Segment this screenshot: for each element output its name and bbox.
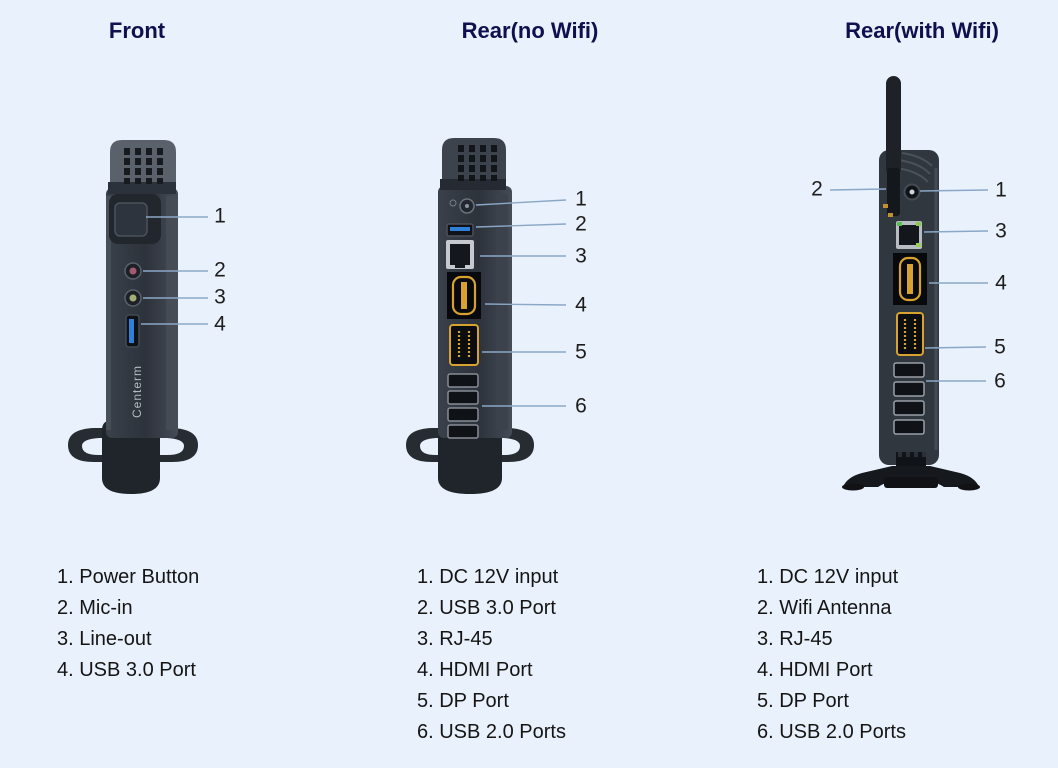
rear1-callout-4: 4 [575,293,587,317]
rear2-dc-input [903,183,921,201]
power-button [109,194,161,244]
rear2-dp-port [896,312,924,356]
front-callout-lines [141,216,208,325]
front-callout-1: 1 [214,204,226,228]
panel-title-rear-no-wifi: Rear(no Wifi) [461,18,599,43]
rear1-callout-5: 5 [575,340,587,364]
list-item: 2. USB 3.0 Port [417,597,556,619]
rear-no-wifi-port-list: 1. DC 12V input 2. USB 3.0 Port 3. RJ-45… [417,562,566,748]
list-item: 4. USB 3.0 Port [57,659,196,681]
rear1-dp-port [449,324,479,366]
line-out-jack [124,289,142,307]
list-item: 3. RJ-45 [417,628,493,650]
rear1-top-vent [440,138,506,190]
rear-no-wifi-device-illustration [406,138,567,494]
rear1-callout-3: 3 [575,244,587,268]
rear2-callout-2: 2 [811,177,823,201]
front-body-edge-right [166,196,178,430]
rear1-usb2-ports [447,373,479,439]
rear1-dc-input [449,198,475,214]
rear2-stand [842,466,980,491]
rear1-hdmi-port [447,272,481,319]
rear1-callout-6: 6 [575,394,587,418]
front-callout-3: 3 [214,285,226,309]
list-item: 6. USB 2.0 Ports [417,721,566,743]
rear2-callout-1: 1 [995,178,1007,202]
rear2-usb2-ports [893,362,925,435]
list-item: 1. Power Button [57,566,200,588]
list-item: 5. DP Port [417,690,509,712]
rear1-callout-2: 2 [575,212,587,236]
brand-label: Centerm [130,364,144,418]
list-item: 3. Line-out [57,628,152,650]
list-item: 5. DP Port [757,690,849,712]
list-item: 1. DC 12V input [417,566,559,588]
rear1-callout-1: 1 [575,187,587,211]
mic-in-jack [124,262,142,280]
rear1-rj45-port [446,240,474,269]
rear2-callout-3: 3 [995,219,1007,243]
dc-power-icon [449,199,457,207]
front-port-list: 1. Power Button 2. Mic-in 3. Line-out 4.… [57,562,199,686]
rear2-hdmi-port [893,253,927,305]
rear1-body-edge-right [496,194,508,430]
front-callout-2: 2 [214,258,226,282]
rear2-callout-5: 5 [994,335,1006,359]
panel-title-front: Front [108,18,166,43]
front-body [106,188,178,438]
list-item: 6. USB 2.0 Ports [757,721,906,743]
front-device-illustration [68,140,208,494]
rear2-rj45-port [896,221,922,249]
rear-with-wifi-port-list: 1. DC 12V input 2. Wifi Antenna 3. RJ-45… [757,562,906,748]
wifi-antenna [883,76,901,217]
rear2-callout-lines [829,188,989,382]
rear1-usb3-port [446,223,474,237]
list-item: 3. RJ-45 [757,628,833,650]
front-body-edge-left [106,196,111,430]
front-usb3-port [125,314,140,348]
front-callout-4: 4 [214,312,226,336]
list-item: 2. Wifi Antenna [757,597,892,619]
list-item: 1. DC 12V input [757,566,899,588]
rear-with-wifi-device-illustration [829,76,989,491]
front-top-vent [108,140,176,194]
rear2-callout-6: 6 [994,369,1006,393]
rear2-callout-4: 4 [995,271,1007,295]
list-item: 2. Mic-in [57,597,133,619]
rear1-callout-lines [475,199,567,407]
rear2-bottom-notch [896,452,926,466]
list-item: 4. HDMI Port [417,659,533,681]
list-item: 4. HDMI Port [757,659,873,681]
panel-title-rear-with-wifi: Rear(with Wifi) [845,18,999,43]
